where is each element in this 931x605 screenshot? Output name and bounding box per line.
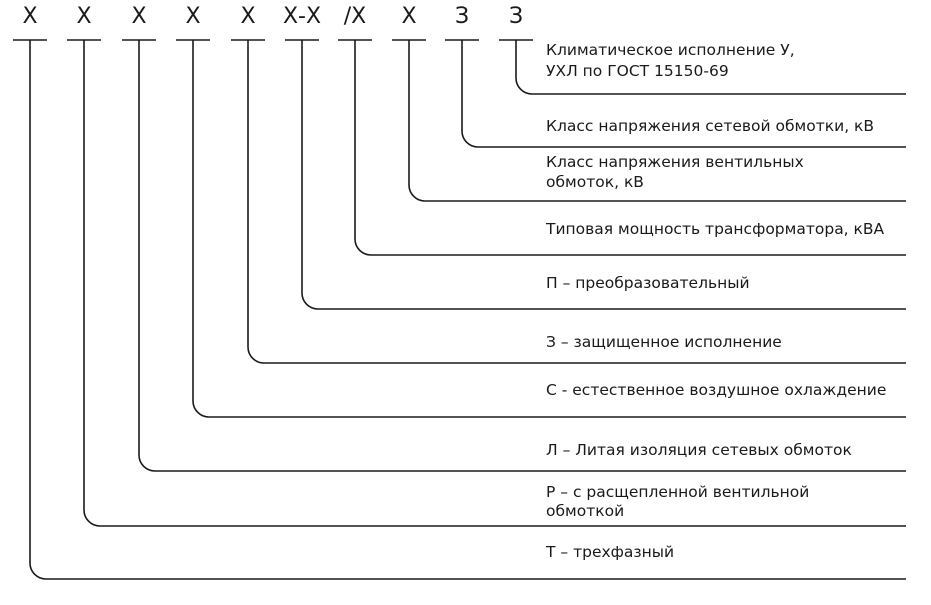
label-4-line-1: С - естественное воздушное охлаждение <box>546 381 886 399</box>
connector-line-2 <box>83 40 906 527</box>
connector-line-7 <box>354 40 906 256</box>
code-symbol-9: З <box>455 4 469 29</box>
code-symbol-7: /Х <box>344 4 366 29</box>
connector-line-1 <box>29 40 906 580</box>
connector-line-3 <box>138 40 906 472</box>
label-10-line-2: УХЛ по ГОСТ 15150-69 <box>546 62 729 80</box>
code-symbol-3: Х <box>131 4 146 29</box>
connector-line-4 <box>192 40 906 418</box>
label-6-line-1: П – преобразовательный <box>546 274 750 292</box>
code-symbol-2: Х <box>76 4 91 29</box>
code-symbol-6: Х-Х <box>283 4 321 29</box>
connector-line-5 <box>247 40 906 364</box>
connector-line-9 <box>461 40 906 148</box>
label-3-line-1: Л – Литая изоляция сетевых обмоток <box>546 441 852 459</box>
label-2-line-1: Р – с расщепленной вентильной <box>546 483 809 501</box>
label-8-line-2: обмоток, кВ <box>546 173 644 191</box>
label-9-line-1: Класс напряжения сетевой обмотки, кВ <box>546 117 874 135</box>
label-1-line-1: Т – трехфазный <box>545 543 674 561</box>
connector-line-10 <box>515 40 906 95</box>
code-symbol-4: Х <box>185 4 200 29</box>
label-10-line-1: Климатическое исполнение У, <box>546 41 795 59</box>
connector-line-8 <box>408 40 906 202</box>
connector-line-6 <box>301 40 906 310</box>
code-symbol-10: З <box>509 4 523 29</box>
code-symbol-5: Х <box>240 4 255 29</box>
label-8-line-1: Класс напряжения вентильных <box>546 153 804 171</box>
label-5-line-1: З – защищенное исполнение <box>546 333 782 351</box>
label-7-line-1: Типовая мощность трансформатора, кВА <box>545 220 885 238</box>
code-symbol-1: Х <box>22 4 37 29</box>
label-2-line-2: обмоткой <box>546 502 624 520</box>
code-symbol-8: Х <box>401 4 416 29</box>
